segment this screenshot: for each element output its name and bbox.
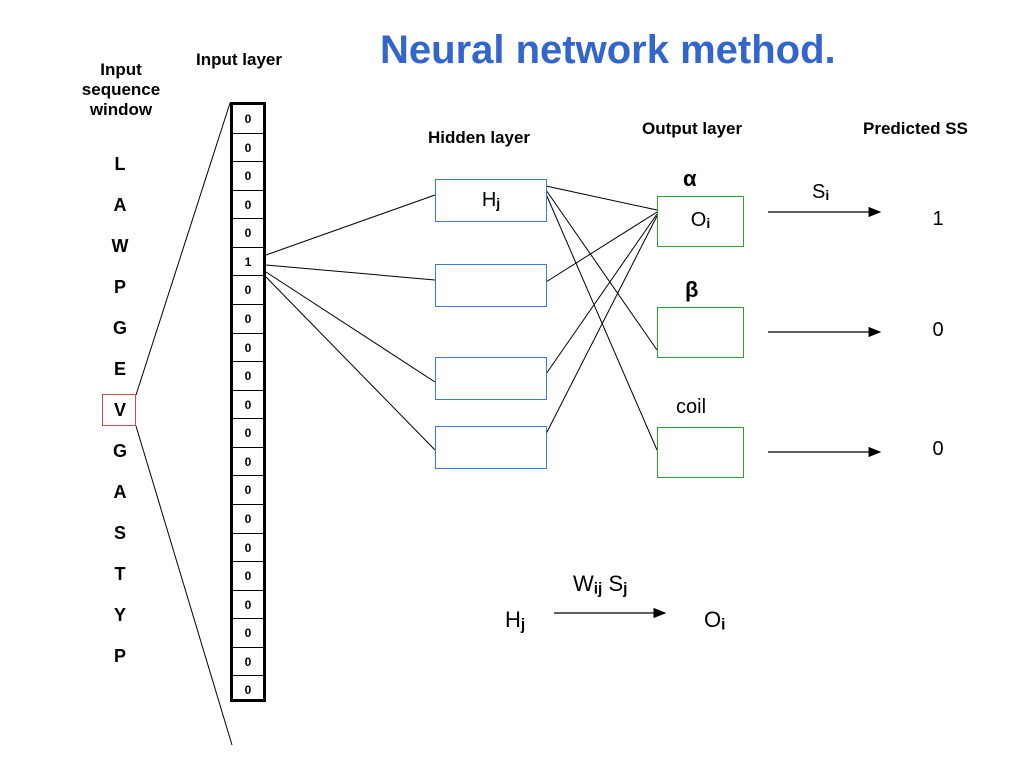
input-unit: 0: [233, 191, 263, 220]
input-unit: 0: [244, 683, 252, 698]
coil-label: coil: [676, 396, 707, 418]
alpha-label: α: [683, 166, 697, 191]
input-hidden-line-3: [265, 271, 436, 383]
predicted-coil-value: 0: [932, 438, 944, 460]
formula-hidden: Hj: [505, 607, 526, 634]
hidden-output-line-1b: [545, 189, 658, 351]
input-unit: 0: [233, 562, 263, 591]
input-unit: 0: [233, 419, 263, 448]
highlight-box: [102, 394, 136, 426]
input-window-label: Input sequence window: [81, 60, 161, 119]
input-unit: 0: [233, 134, 263, 163]
input-hidden-line-4: [265, 276, 436, 451]
sequence-residue: Y: [113, 605, 126, 625]
sequence-residue: W: [111, 236, 129, 256]
input-unit: 0: [233, 591, 263, 620]
input-unit-active: 1: [233, 248, 263, 277]
hidden-node-2: [435, 264, 547, 307]
hidden-node-label: Hj: [481, 189, 501, 212]
input-unit: 0: [233, 448, 263, 477]
input-unit: 0: [233, 219, 263, 248]
input-unit: 0: [233, 476, 263, 505]
hidden-output-line-4: [545, 215, 658, 435]
predicted-ss-label: Predicted SS: [863, 119, 968, 138]
input-unit: 0: [233, 305, 263, 334]
sequence-residue: P: [113, 646, 126, 666]
formula-weight: Wij Sj: [573, 571, 628, 598]
hidden-output-line-1a: [545, 185, 658, 211]
page-title: Neural network method.: [380, 28, 836, 72]
input-hidden-line-2: [265, 264, 436, 281]
output-layer-label: Output layer: [642, 119, 743, 138]
hidden-node-1: Hj: [435, 179, 547, 222]
signal-label: Si: [812, 181, 830, 204]
sequence-residue: G: [112, 441, 127, 461]
predicted-alpha-value: 1: [932, 208, 944, 230]
sequence-residue: T: [114, 564, 126, 584]
hidden-node-4: [435, 426, 547, 469]
hidden-layer-label: Hidden layer: [428, 128, 531, 147]
sequence-residue: S: [113, 523, 126, 543]
sequence-residue: L: [114, 154, 126, 174]
input-unit: 0: [233, 505, 263, 534]
input-unit: 0: [233, 362, 263, 391]
sequence-residue: P: [113, 277, 126, 297]
sequence-residue: G: [112, 318, 127, 338]
input-layer-label: Input layer: [196, 50, 282, 69]
output-node-coil: [657, 427, 744, 478]
window-line-top: [135, 102, 231, 396]
beta-label: β: [685, 277, 699, 302]
input-unit: 0: [233, 619, 263, 648]
predicted-beta-value: 0: [932, 319, 944, 341]
input-unit: 0: [233, 534, 263, 563]
input-layer-column: 0 0 0 0 0 1 0 0 0 0 0 0 0 0 0 0 0 0 0 0 …: [230, 102, 266, 702]
hidden-node-3: [435, 357, 547, 400]
sequence-residue-highlighted: V: [113, 400, 126, 420]
input-unit: 0: [233, 162, 263, 191]
hidden-output-line-3: [545, 213, 658, 375]
formula-output: Oi: [704, 607, 726, 634]
input-unit: 0: [233, 648, 263, 677]
sequence-residue: A: [113, 195, 127, 215]
input-unit: 0: [233, 334, 263, 363]
input-unit: 0: [233, 276, 263, 305]
input-unit: 0: [233, 391, 263, 420]
sequence-residue: E: [113, 359, 126, 379]
hidden-output-line-2: [545, 211, 658, 283]
window-line-bottom: [135, 425, 233, 746]
input-hidden-line-1: [265, 194, 436, 256]
sequence-residue: A: [113, 482, 127, 502]
hidden-output-line-1c: [545, 193, 658, 451]
output-node-label: Oi: [690, 209, 711, 232]
output-node-beta: [657, 307, 744, 358]
input-unit: 0: [233, 105, 263, 134]
output-node-alpha: Oi: [657, 196, 744, 247]
